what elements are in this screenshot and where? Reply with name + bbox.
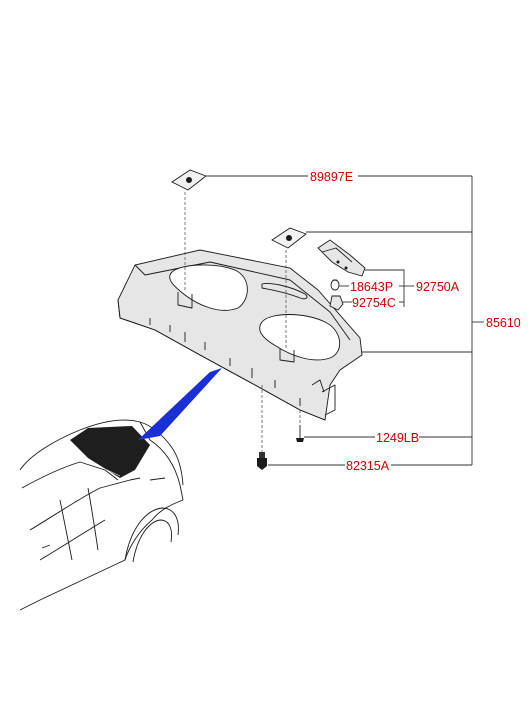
label-85610: 85610: [486, 316, 521, 330]
fastener-89897e-right: [271, 227, 307, 249]
label-89897e: 89897E: [310, 170, 353, 184]
clip-92754c: [329, 295, 344, 311]
leader-lines: [206, 175, 484, 466]
label-92754c: 92754C: [352, 296, 396, 310]
car-illustration: [19, 419, 184, 611]
rear-shelf-highlight: [70, 426, 150, 478]
clip-18643p: [330, 279, 340, 291]
label-82315a: 82315A: [346, 459, 390, 473]
label-18643p: 18643P: [350, 280, 393, 294]
screw-1249lb: [296, 425, 304, 442]
highlight-leader: [138, 368, 222, 440]
bracket-92750a: [317, 239, 366, 277]
grommet-82315a: [257, 452, 267, 470]
fastener-89897e-left: [171, 169, 207, 191]
label-1249lb: 1249LB: [376, 431, 419, 445]
package-tray: [117, 249, 363, 421]
label-92750a: 92750A: [416, 280, 460, 294]
